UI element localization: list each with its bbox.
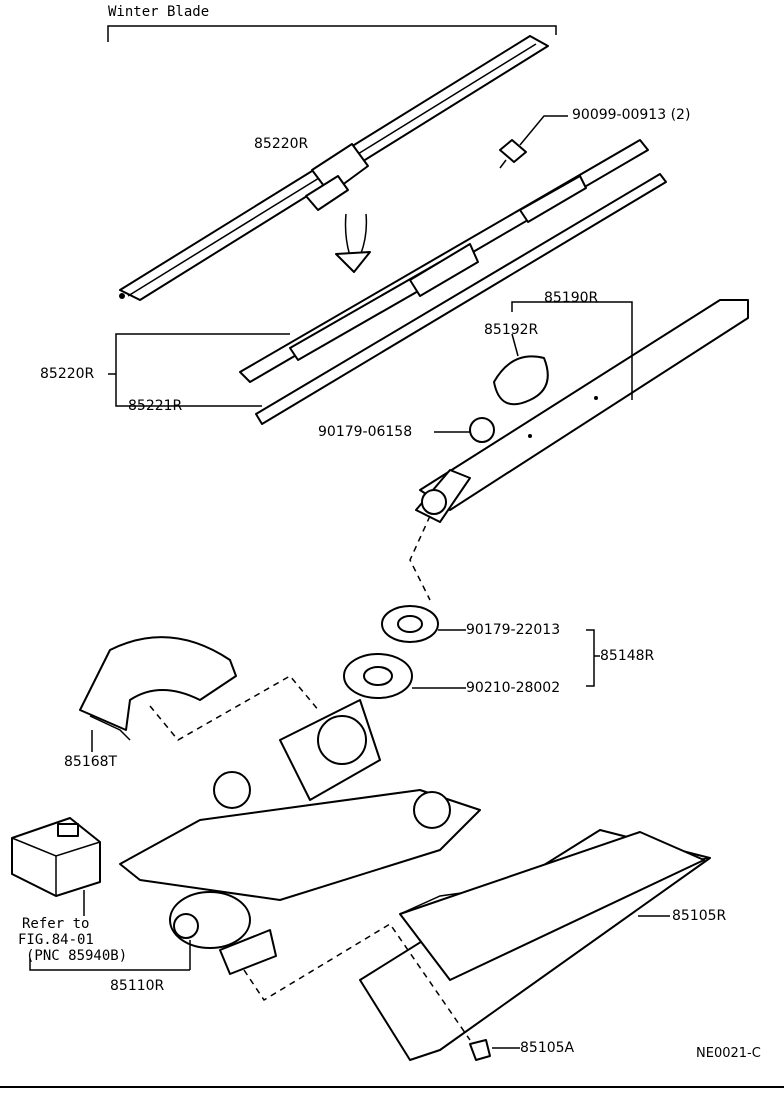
washer [343, 653, 413, 699]
winter-blade-label: Winter Blade [108, 4, 210, 20]
clip-label: 85105A [520, 1040, 575, 1056]
bolt-label: 90099-00913 (2) [572, 107, 691, 123]
figure-code: NE0021-C [696, 1046, 761, 1061]
nut-icon [469, 417, 495, 443]
refer-line-1: Refer to [22, 916, 90, 932]
reservoir-tray [359, 829, 711, 1061]
wiper-arm [415, 299, 749, 523]
pivot-set-label: 85148R [600, 648, 655, 664]
winter-blade [119, 35, 549, 301]
wiper-blade [239, 139, 649, 383]
winter-blade-part-label: 85220R [254, 136, 309, 152]
install-arrow-icon [335, 213, 371, 273]
assembly-dash-2 [149, 675, 321, 741]
motor-linkage [119, 699, 481, 975]
winter-blade-bracket [107, 25, 557, 42]
clip-icon [469, 1039, 491, 1061]
blade-assy-label: 85220R [40, 366, 95, 382]
arm-cap [493, 333, 549, 406]
bolt-icon [499, 115, 568, 169]
star-nut [381, 605, 439, 643]
refer-line-2: FIG.84-01 [18, 932, 94, 948]
blade-rubber-label: 85221R [128, 398, 183, 414]
assembly-dash-1 [409, 515, 431, 601]
assembly-dash-3 [243, 922, 471, 1041]
arm-assy-label: 85190R [544, 290, 599, 306]
refer-line-3: (PNC 85940B) [26, 948, 128, 964]
blade-bracket-line [115, 333, 290, 407]
arm-nut-label: 90179-06158 [318, 424, 413, 440]
relay-box [11, 817, 101, 897]
motor-cover [79, 636, 237, 741]
blade-rubber [255, 173, 667, 425]
reservoir-label: 85105R [672, 908, 727, 924]
washer-label: 90210-28002 [466, 680, 561, 696]
arm-bracket-line [511, 301, 633, 400]
nut-label: 90179-22013 [466, 622, 561, 638]
arm-cap-label: 85192R [484, 322, 539, 338]
motor-label: 85110R [110, 978, 165, 994]
motor-cover-label: 85168T [64, 754, 118, 770]
